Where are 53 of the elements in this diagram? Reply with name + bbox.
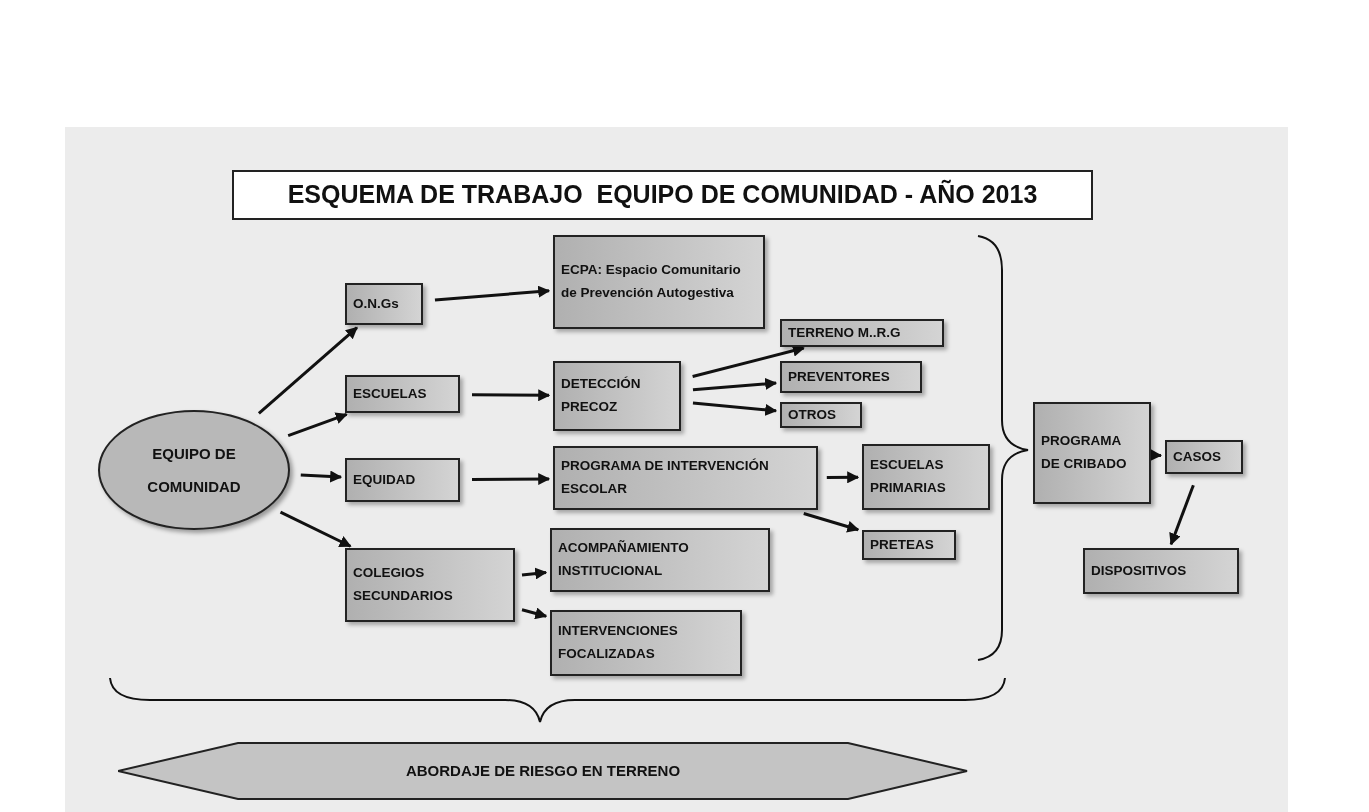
arrow	[434, 285, 551, 302]
title-box: ESQUEMA DE TRABAJO EQUIPO DE COMUNIDAD - AÑO 2013	[232, 170, 1093, 220]
node-label: PROGRAMA DE CRIBADO	[1041, 432, 1128, 473]
node-label: ABORDAJE DE RIESGO EN TERRENO	[405, 761, 681, 779]
arrow	[472, 473, 551, 486]
process-box	[1165, 440, 1243, 474]
process-box	[345, 283, 423, 325]
arrow	[803, 512, 860, 533]
process-box	[1083, 548, 1239, 594]
process-box	[345, 548, 515, 622]
hexagon-banner	[118, 742, 968, 800]
node-label: PREVENTORES	[788, 367, 891, 386]
arrow	[1169, 484, 1195, 546]
node-label: ECPA: Espacio Comunitario de Prevención Autogestiva	[561, 261, 742, 302]
process-box	[550, 528, 770, 592]
process-box	[862, 444, 990, 510]
arrow	[287, 412, 348, 438]
arrow	[826, 471, 860, 484]
arrow	[1150, 449, 1163, 462]
process-box	[553, 361, 681, 431]
arrow	[692, 401, 778, 416]
node-label: ESCUELAS PRIMARIAS	[870, 456, 947, 497]
arrow	[257, 326, 358, 415]
node-label: PRETEAS	[870, 535, 935, 554]
process-box	[862, 530, 956, 560]
node-label: DISPOSITIVOS	[1091, 561, 1188, 580]
process-box	[553, 446, 818, 510]
node-label: EQUIDAD	[353, 470, 417, 489]
process-box	[780, 402, 862, 428]
arrow	[521, 607, 548, 620]
process-box	[1033, 402, 1151, 504]
arrow	[300, 470, 343, 483]
node-label: CASOS	[1173, 447, 1222, 466]
node-label: PROGRAMA DE INTERVENCIÓN ESCOLAR	[561, 457, 770, 498]
node-label: O.N.Gs	[353, 294, 400, 313]
node-label: ACOMPAÑAMIENTO INSTITUCIONAL	[558, 539, 690, 580]
node-label: ESCUELAS	[353, 384, 428, 403]
node-label: OTROS	[788, 405, 837, 424]
process-box	[780, 361, 922, 393]
arrow	[279, 510, 352, 548]
process-box	[550, 610, 742, 676]
node-label: EQUIPO DE COMUNIDAD	[146, 444, 242, 497]
node-label: DETECCIÓN PRECOZ	[561, 375, 642, 416]
arrow	[521, 567, 548, 580]
process-box	[553, 235, 765, 329]
node-label: INTERVENCIONES FOCALIZADAS	[558, 622, 679, 663]
process-box	[345, 458, 460, 502]
arrow	[472, 389, 551, 402]
process-box	[345, 375, 460, 413]
process-box	[780, 319, 944, 347]
arrow	[692, 378, 778, 392]
node-label: COLEGIOS SECUNDARIOS	[353, 564, 454, 605]
node-label: TERRENO M..R.G	[788, 323, 902, 342]
